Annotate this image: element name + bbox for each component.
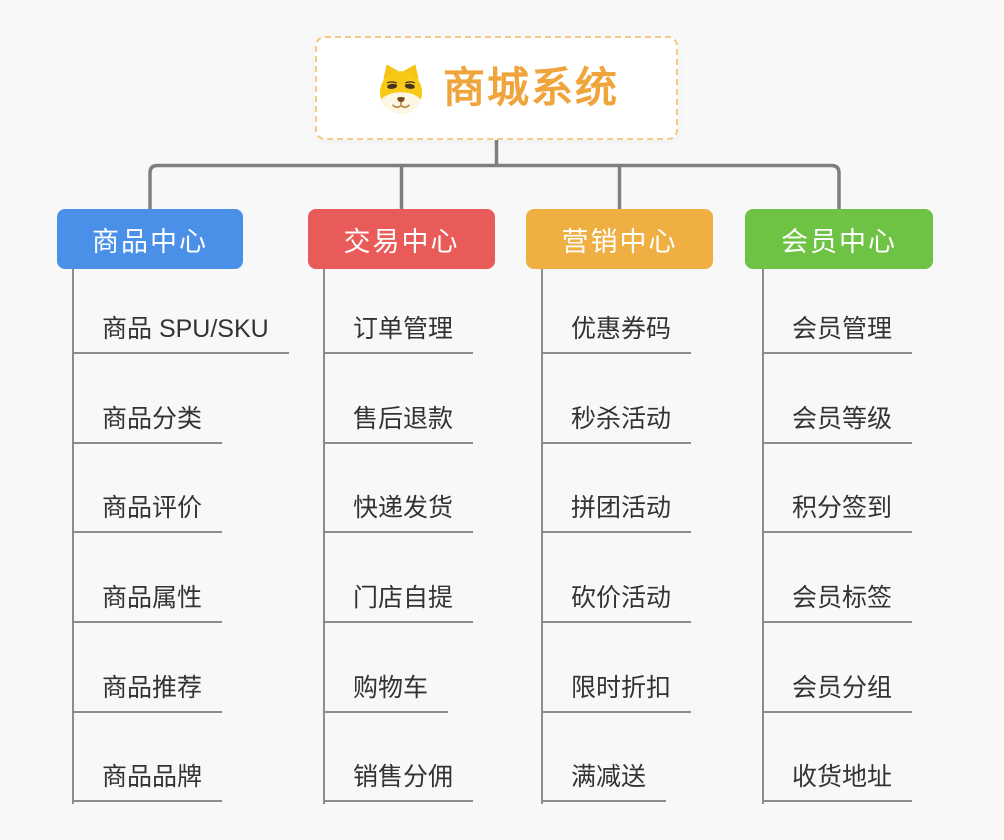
leaf-node[interactable]: 售后退款 [325,396,474,444]
leaf-node[interactable]: 会员标签 [764,575,913,623]
branch-box-product-center[interactable]: 商品中心 [57,209,243,269]
leaf-node[interactable]: 订单管理 [325,306,474,354]
branch-children-member: 会员管理 会员等级 积分签到 会员标签 会员分组 收货地址 [762,269,913,804]
branch-box-trade-center[interactable]: 交易中心 [308,209,495,269]
leaf-node[interactable]: 满减送 [543,754,667,802]
leaf-node[interactable]: 购物车 [325,665,449,713]
tree-connectors [148,138,841,209]
root-title: 商城系统 [442,64,619,111]
branch-box-marketing-center[interactable]: 营销中心 [526,209,713,269]
leaf-node[interactable]: 商品推荐 [74,665,223,713]
dog-face-icon [374,61,428,115]
leaf-node[interactable]: 商品分类 [74,396,223,444]
leaf-node[interactable]: 商品 SPU/SKU [74,306,289,354]
leaf-node[interactable]: 销售分佣 [325,754,474,802]
leaf-node[interactable]: 会员分组 [764,665,913,713]
leaf-node[interactable]: 限时折扣 [543,665,692,713]
branch-box-member-center[interactable]: 会员中心 [745,209,933,269]
leaf-node[interactable]: 优惠券码 [543,306,692,354]
leaf-node[interactable]: 会员等级 [764,396,913,444]
branch-children-marketing: 优惠券码 秒杀活动 拼团活动 砍价活动 限时折扣 满减送 [541,269,692,804]
branch-children-product: 商品 SPU/SKU 商品分类 商品评价 商品属性 商品推荐 商品品牌 [72,269,289,804]
leaf-node[interactable]: 收货地址 [764,754,913,802]
leaf-node[interactable]: 积分签到 [764,485,913,533]
root-node[interactable]: 商城系统 [315,36,678,140]
leaf-node[interactable]: 会员管理 [764,306,913,354]
leaf-node[interactable]: 商品品牌 [74,754,223,802]
leaf-node[interactable]: 门店自提 [325,575,474,623]
leaf-node[interactable]: 商品属性 [74,575,223,623]
leaf-node[interactable]: 砍价活动 [543,575,692,623]
leaf-node[interactable]: 秒杀活动 [543,396,692,444]
leaf-node[interactable]: 快递发货 [325,485,474,533]
leaf-node[interactable]: 商品评价 [74,485,223,533]
branch-children-trade: 订单管理 售后退款 快递发货 门店自提 购物车 销售分佣 [323,269,474,804]
leaf-node[interactable]: 拼团活动 [543,485,692,533]
